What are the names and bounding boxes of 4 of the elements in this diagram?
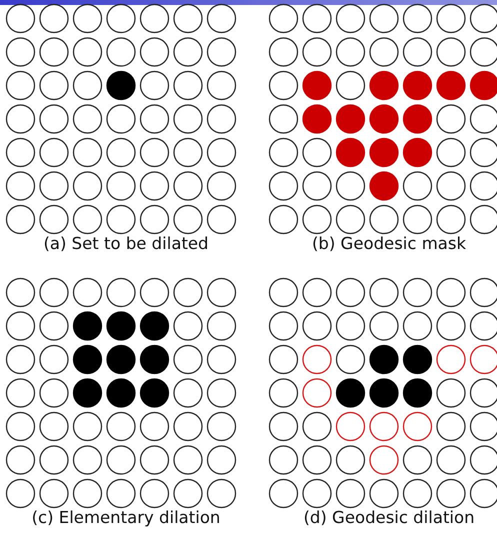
panel-caption: (d) Geodesic dilation: [302, 508, 476, 527]
panel-caption: (c) Elementary dilation: [30, 508, 222, 527]
panel-caption: (a) Set to be dilated: [42, 234, 210, 253]
panel-caption: (b) Geodesic mask: [310, 234, 468, 253]
